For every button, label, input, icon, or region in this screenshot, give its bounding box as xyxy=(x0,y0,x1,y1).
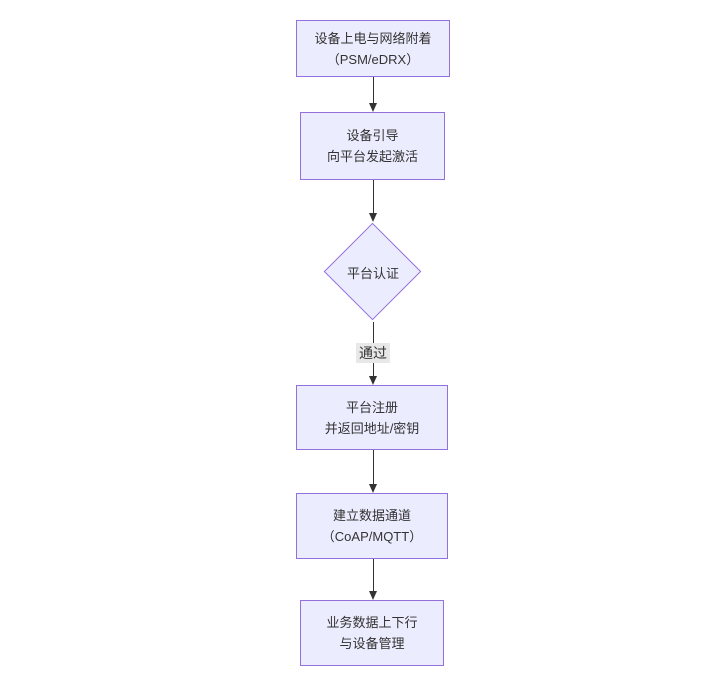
node-text-line: 与设备管理 xyxy=(339,636,405,651)
arrowhead-icon xyxy=(369,591,377,600)
arrowhead-icon xyxy=(369,103,377,112)
arrowhead-icon xyxy=(369,484,377,493)
node-text-line: 设备上电与网络附着 xyxy=(314,30,432,46)
edge-line xyxy=(373,77,374,104)
node-platform-register: 平台注册 并返回地址/密钥 xyxy=(296,385,448,450)
node-text-line: 建立数据通道 xyxy=(332,508,411,523)
node-power-network-attach: 设备上电与网络附着 （PSM/eDRX） xyxy=(296,20,450,77)
node-data-channel: 建立数据通道 （CoAP/MQTT） xyxy=(296,493,448,559)
arrowhead-icon xyxy=(369,376,377,385)
node-business-data-mgmt: 业务数据上下行 与设备管理 xyxy=(300,600,444,666)
node-bootstrap-activate: 设备引导 向平台发起激活 xyxy=(300,112,445,180)
edge-power-to-bootstrap xyxy=(369,77,377,112)
node-text-line: 并返回地址/密钥 xyxy=(324,420,420,436)
arrowhead-icon xyxy=(369,213,377,222)
edge-line xyxy=(373,450,374,485)
node-text-line: 向平台发起激活 xyxy=(326,149,418,164)
edge-bootstrap-to-auth xyxy=(369,180,377,222)
decision-platform-auth: 平台认证 xyxy=(323,222,423,322)
node-text-line: 平台注册 xyxy=(345,399,398,415)
node-text-line: （PSM/eDRX） xyxy=(326,51,420,67)
edge-line xyxy=(373,559,374,592)
edge-channel-to-business xyxy=(369,559,377,600)
edge-label-pass: 通过 xyxy=(356,343,390,363)
node-text-line: （CoAP/MQTT） xyxy=(321,529,423,544)
node-text-line: 平台认证 xyxy=(346,265,399,281)
edge-register-to-channel xyxy=(369,450,377,493)
node-text-line: 设备引导 xyxy=(346,128,399,143)
node-text-line: 业务数据上下行 xyxy=(326,615,418,630)
edge-line xyxy=(373,180,374,214)
